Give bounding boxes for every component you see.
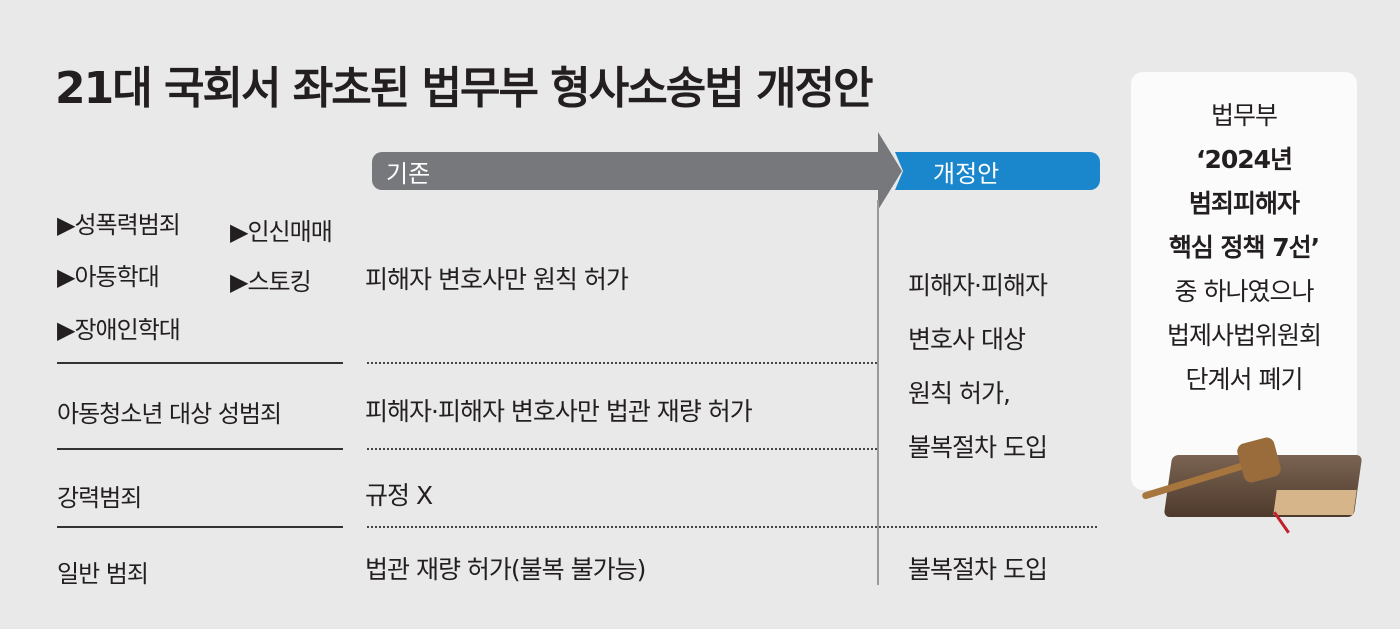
- new-row4: 불복절차 도입: [908, 555, 1048, 584]
- new-line-3: 원칙 허가,: [908, 379, 1011, 408]
- old-header-arrow: 기존: [372, 152, 880, 190]
- old-label: 기존: [386, 160, 431, 188]
- cat-trafficking: ▶인신매매: [230, 218, 333, 246]
- new-line-4: 불복절차 도입: [908, 433, 1048, 462]
- row-divider: [57, 362, 343, 364]
- cat-disabled-abuse: ▶장애인학대: [57, 316, 181, 344]
- side-line: 법제사법위원회: [1166, 321, 1322, 350]
- new-label: 개정안: [933, 160, 1000, 188]
- cat-violent-crime: 강력범죄: [57, 484, 142, 512]
- side-line: 핵심 정책 7선’: [1168, 233, 1320, 262]
- cat-general-crime: 일반 범죄: [57, 560, 149, 588]
- cat-stalking: ▶스토킹: [230, 268, 312, 296]
- side-line: 중 하나였으나: [1174, 277, 1315, 306]
- divider-vertical: [877, 200, 879, 585]
- old-row1: 피해자 변호사만 원칙 허가: [365, 265, 629, 294]
- arrow-head-icon: [878, 132, 902, 210]
- old-row2: 피해자·피해자 변호사만 법관 재량 허가: [365, 397, 753, 426]
- new-header-tag: 개정안: [895, 152, 1100, 190]
- old-row4: 법관 재량 허가(불복 불가능): [365, 555, 646, 584]
- side-line: 법무부: [1210, 101, 1278, 130]
- new-line-1: 피해자·피해자: [908, 271, 1048, 300]
- row-divider: [57, 448, 343, 450]
- old-row3: 규정 X: [365, 481, 433, 510]
- side-line: 단계서 폐기: [1185, 365, 1304, 394]
- row-divider-dotted: [367, 526, 1097, 528]
- row-divider-dotted: [367, 362, 877, 364]
- cat-child-abuse: ▶아동학대: [57, 263, 160, 291]
- cat-child-sexual-crime: 아동청소년 대상 성범죄: [57, 400, 282, 428]
- row-divider-dotted: [367, 448, 877, 450]
- page-title: 21대 국회서 좌초된 법무부 형사소송법 개정안: [55, 63, 873, 114]
- side-note-card: 법무부 ‘2024년 범죄피해자 핵심 정책 7선’ 중 하나였으나 법제사법위…: [1131, 72, 1357, 490]
- new-line-2: 변호사 대상: [908, 325, 1026, 354]
- side-line: 범죄피해자: [1188, 189, 1300, 218]
- side-line: ‘2024년: [1195, 145, 1293, 174]
- row-divider: [57, 526, 343, 528]
- cat-sexual-violence: ▶성폭력범죄: [57, 211, 181, 239]
- book-pages-icon: [1273, 490, 1357, 515]
